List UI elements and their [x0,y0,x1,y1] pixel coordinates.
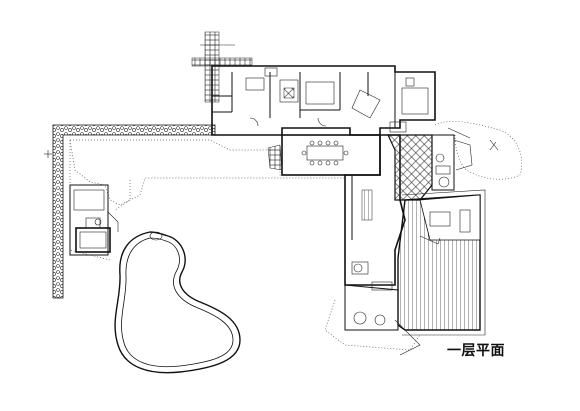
dining-hall [267,134,381,176]
service-wing [431,121,523,191]
lower-terrace [324,284,421,356]
pergola-trellis [191,31,253,103]
great-room [397,189,486,336]
stone-garden-wall [44,124,216,299]
central-hall [344,134,406,291]
terrace-outline [69,139,346,261]
upper-wing [211,65,436,136]
pavilion [69,184,119,256]
swimming-pool [114,231,241,374]
drawing-title: 一层平面 [447,343,505,359]
kitchen [387,121,433,201]
